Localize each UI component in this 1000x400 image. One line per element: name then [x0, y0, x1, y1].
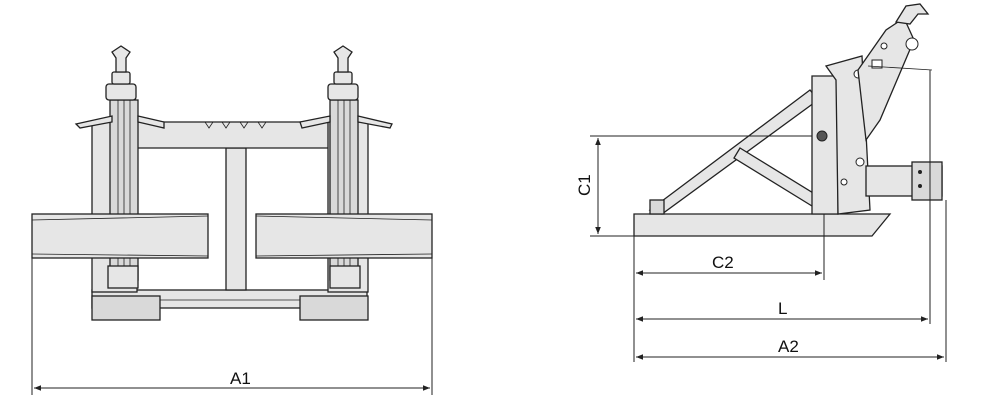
- c2-label: C2: [712, 253, 734, 272]
- base-plate: [633, 213, 892, 237]
- right-clamp-jaw: [255, 213, 433, 259]
- mast-plate: [824, 55, 871, 215]
- left-turnbuckle-icon: [111, 45, 131, 73]
- right-fork-pocket: [299, 295, 369, 321]
- a2-label: A2: [778, 337, 799, 356]
- mast-column: [811, 75, 839, 215]
- right-turnbuckle-icon: [333, 45, 353, 73]
- right-wing: [357, 115, 393, 129]
- left-fork-pocket: [91, 295, 161, 321]
- hook-arm: [857, 17, 915, 142]
- l-label: L: [778, 299, 787, 318]
- diagonal-brace-lower: [733, 147, 819, 207]
- left-clamp-jaw: [31, 213, 209, 259]
- center-post: [225, 147, 247, 291]
- hook-tip-icon: [894, 3, 930, 25]
- a1-label: A1: [230, 369, 251, 388]
- diagonal-brace-upper: [648, 89, 819, 215]
- c1-label: C1: [575, 174, 594, 196]
- side-view: C1 C2 L A2: [575, 3, 947, 362]
- left-wing: [74, 115, 113, 129]
- front-view: A1: [31, 45, 433, 395]
